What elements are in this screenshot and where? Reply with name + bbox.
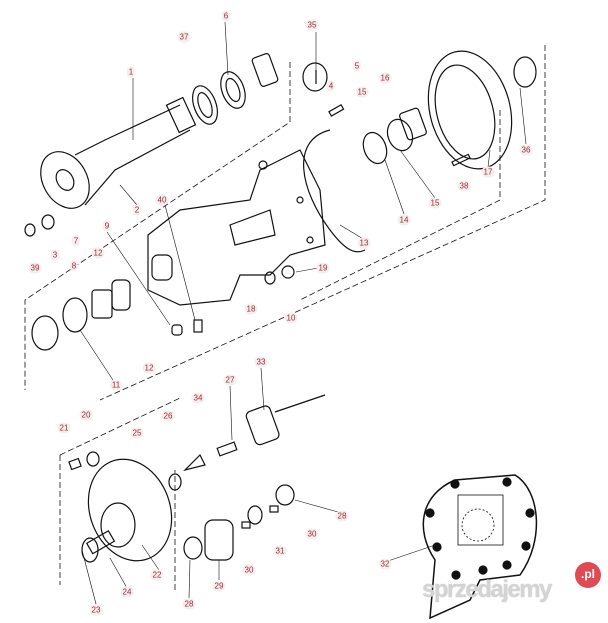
shaft-part-1 (40, 96, 197, 209)
part-label-38: 38 (457, 180, 471, 192)
part-label-9: 9 (102, 220, 112, 232)
part-label-2: 2 (132, 204, 142, 216)
part-label-10: 10 (284, 312, 298, 324)
hub-part-22 (68, 394, 326, 563)
part-label-22: 22 (150, 569, 164, 581)
part-label-27: 27 (223, 374, 237, 386)
part-label-23: 23 (89, 604, 103, 616)
housing-part-10 (147, 149, 326, 306)
part-label-18: 18 (244, 303, 258, 315)
part-label-35: 35 (305, 19, 319, 31)
part-label-37: 37 (177, 31, 191, 43)
part-label-3: 3 (50, 249, 60, 261)
part-label-8: 8 (69, 260, 79, 272)
part-label-21: 21 (57, 422, 71, 434)
part-label-25: 25 (130, 427, 144, 439)
part-label-29: 29 (212, 580, 226, 592)
part-label-17: 17 (481, 166, 495, 178)
part-label-5: 5 (352, 60, 362, 72)
watermark-logo: sprzedajemy (422, 576, 552, 603)
part-label-14: 14 (397, 214, 411, 226)
part-label-13: 13 (357, 237, 371, 249)
seals-bearings-top (192, 53, 366, 253)
part-label-28: 28 (182, 598, 196, 610)
watermark-badge: .pl (575, 562, 601, 588)
part-label-7: 7 (71, 235, 81, 247)
part-label-11: 11 (109, 379, 123, 391)
part-label-39: 39 (28, 262, 42, 274)
part-label-15: 15 (428, 197, 442, 209)
part-label-36: 36 (519, 144, 533, 156)
part-label-30: 30 (242, 564, 256, 576)
part-label-26: 26 (161, 410, 175, 422)
part-label-16: 16 (378, 72, 392, 84)
part-label-28: 28 (335, 510, 349, 522)
part-label-40: 40 (155, 194, 169, 206)
ring-gear-part-17 (362, 50, 537, 170)
part-label-19: 19 (316, 262, 330, 274)
part-label-12: 12 (91, 247, 105, 259)
part-label-6: 6 (221, 10, 231, 22)
leader-lines (79, 21, 527, 605)
cover-plate-32 (422, 474, 538, 620)
part-label-12: 12 (142, 362, 156, 374)
part-label-15: 15 (355, 86, 369, 98)
part-label-30: 30 (305, 528, 319, 540)
part-label-33: 33 (254, 356, 268, 368)
part-label-34: 34 (191, 392, 205, 404)
part-label-24: 24 (120, 586, 134, 598)
part-label-32: 32 (378, 558, 392, 570)
bearing-assembly-7 (24, 214, 295, 351)
part-label-1: 1 (126, 66, 136, 78)
part-label-20: 20 (79, 409, 93, 421)
part-label-4: 4 (326, 80, 336, 92)
part-label-31: 31 (273, 545, 287, 557)
